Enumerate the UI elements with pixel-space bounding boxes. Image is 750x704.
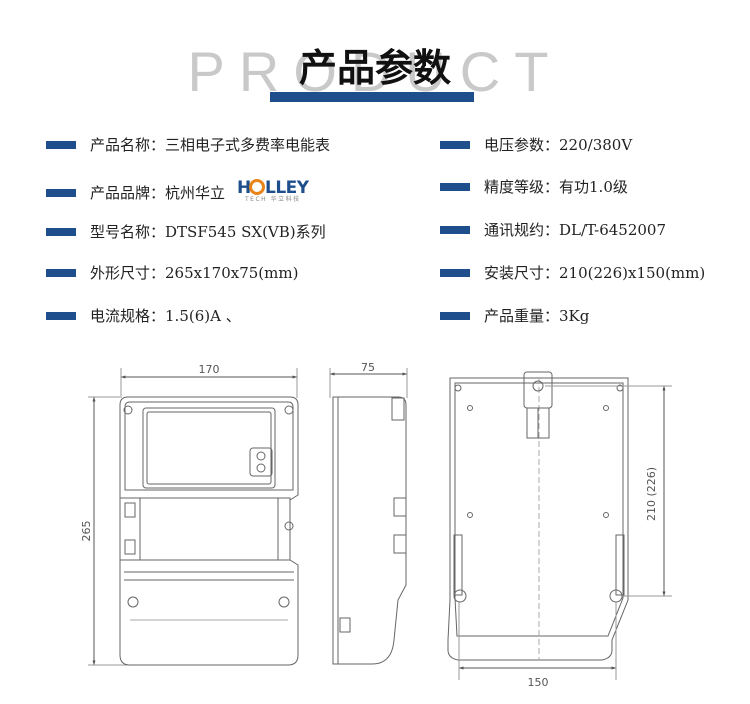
spec-bullet <box>440 183 470 191</box>
spec-label: 产品重量： <box>484 307 560 325</box>
spec-value: 1.5(6)A 、 <box>165 307 241 325</box>
title-underline-bar <box>270 92 474 102</box>
spec-model: 型号名称： DTSF545 SX(VB)系列 <box>46 222 326 242</box>
spec-label: 通讯规约： <box>484 221 560 239</box>
spec-label: 电压参数： <box>484 136 560 154</box>
spec-bullet <box>46 188 76 197</box>
spec-value: 有功1.0级 <box>559 178 628 196</box>
spec-value: DTSF545 SX(VB)系列 <box>165 223 326 241</box>
spec-dimensions: 外形尺寸： 265x170x75(mm) <box>46 263 298 283</box>
back-view <box>447 371 672 680</box>
spec-value: 220/380V <box>559 136 633 154</box>
svg-text:TECH 华立科技: TECH 华立科技 <box>244 195 301 203</box>
spec-label: 产品品牌： <box>90 183 166 202</box>
spec-current: 电流规格： 1.5(6)A 、 <box>46 306 241 326</box>
spec-bullet <box>46 312 76 320</box>
dim-side-depth: 75 <box>361 361 375 374</box>
spec-label: 电流规格： <box>90 307 166 325</box>
spec-bullet <box>440 269 470 277</box>
holley-logo: H LLEY TECH 华立科技 <box>235 177 311 208</box>
background-word: PRODUCT <box>187 40 563 103</box>
spec-accuracy: 精度等级： 有功1.0级 <box>440 177 628 197</box>
spec-bullet <box>46 228 76 236</box>
spec-label: 型号名称： <box>90 223 166 241</box>
spec-label: 精度等级： <box>484 178 560 196</box>
spec-product-name: 产品名称： 三相电子式多费率电能表 <box>46 135 330 155</box>
spec-weight: 产品重量： 3Kg <box>440 306 589 326</box>
spec-bullet <box>440 226 470 234</box>
front-view <box>88 368 299 666</box>
spec-install-size: 安装尺寸： 210(226)x150(mm) <box>440 263 705 283</box>
page-title: 产品参数 <box>298 46 451 90</box>
spec-bullet <box>46 269 76 277</box>
dim-front-width: 170 <box>199 363 220 376</box>
spec-label: 产品名称： <box>90 136 166 154</box>
spec-label: 安装尺寸： <box>484 264 560 282</box>
svg-text:LLEY: LLEY <box>265 178 310 198</box>
spec-brand: 产品品牌： 杭州华立 H LLEY TECH 华立科技 <box>46 177 311 208</box>
spec-voltage: 电压参数： 220/380V <box>440 135 632 155</box>
dim-mount-height: 210 (226) <box>645 467 658 521</box>
spec-value: 265x170x75(mm) <box>165 264 299 282</box>
spec-value: 3Kg <box>559 307 590 325</box>
spec-label: 外形尺寸： <box>90 264 166 282</box>
spec-protocol: 通讯规约： DL/T-6452007 <box>440 220 666 240</box>
spec-bullet <box>440 141 470 149</box>
side-view <box>329 368 408 665</box>
dim-front-height: 265 <box>80 521 93 542</box>
spec-value: 杭州华立 <box>165 183 226 202</box>
dim-mount-width: 150 <box>528 676 549 689</box>
technical-drawing: 170 265 75 <box>80 361 672 689</box>
spec-value: DL/T-6452007 <box>559 221 667 239</box>
spec-value: 三相电子式多费率电能表 <box>165 136 331 154</box>
spec-bullet <box>46 141 76 149</box>
spec-value: 210(226)x150(mm) <box>559 264 706 282</box>
spec-bullet <box>440 312 470 320</box>
svg-text:H: H <box>237 178 251 198</box>
